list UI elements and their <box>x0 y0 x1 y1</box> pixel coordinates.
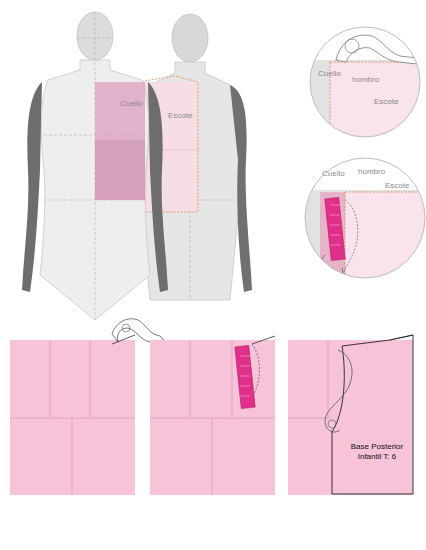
part-label: Cuello <box>318 70 341 78</box>
pattern-panel <box>288 335 413 495</box>
part-label: Cuello <box>322 170 345 178</box>
zoom-circle <box>300 158 426 295</box>
part-label: Cuello <box>120 100 143 108</box>
part-label: Escote <box>168 112 192 120</box>
part-label: hombro <box>358 168 385 176</box>
zoom-circle <box>300 27 426 152</box>
part-label: hombro <box>352 76 379 84</box>
front-mannequin <box>22 12 168 320</box>
part-label: Escote <box>374 98 398 106</box>
back-mannequin <box>138 14 253 300</box>
pattern-panel <box>150 336 275 495</box>
pattern-piece-label: Base Posterior Infantil T: 6 <box>346 440 408 463</box>
piece-title: Base Posterior Infantil T: 6 <box>346 442 408 461</box>
pattern-panel <box>10 319 164 495</box>
part-label: Escote <box>385 182 409 190</box>
